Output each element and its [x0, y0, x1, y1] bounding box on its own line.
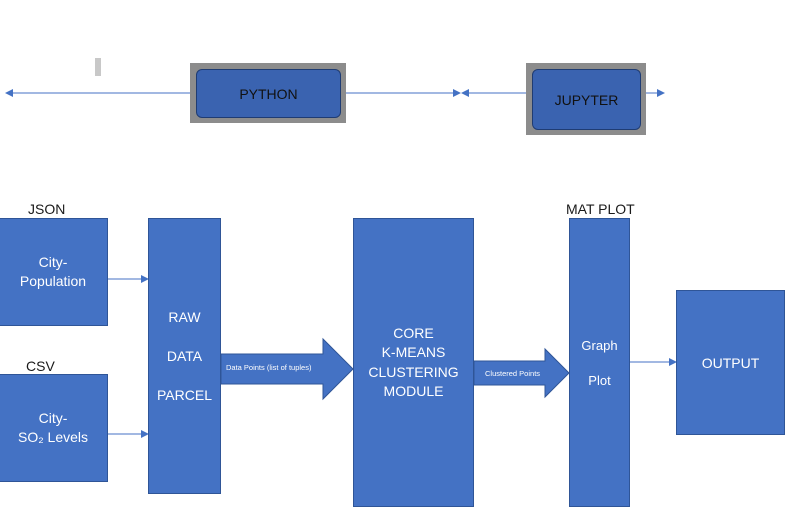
city-population-box: City- Population	[0, 218, 108, 326]
core-line-1: CORE	[393, 324, 434, 341]
python-box: PYTHON	[196, 69, 341, 118]
clustered-points-block-arrow	[473, 347, 570, 399]
jupyter-box: JUPYTER	[532, 69, 641, 130]
city-population-line-2: Population	[19, 273, 87, 289]
plot-line: Plot	[588, 372, 611, 388]
city-so2-line-1: City-	[38, 410, 68, 426]
raw-line: RAW	[168, 308, 201, 325]
core-line-4: MODULE	[383, 383, 444, 399]
city-population-line-1: City-	[38, 254, 68, 270]
output-label: OUTPUT	[701, 354, 760, 371]
core-kmeans-box: CORE K-MEANS CLUSTERING MODULE	[353, 218, 474, 507]
mat-plot-label: MAT PLOT	[566, 201, 635, 217]
data-points-block-arrow	[220, 337, 354, 401]
output-box: OUTPUT	[676, 290, 785, 435]
core-line-3: CLUSTERING	[368, 363, 459, 380]
jupyter-label: JUPYTER	[554, 91, 619, 108]
clustered-points-label: Clustered Points	[485, 369, 541, 378]
data-line: DATA	[166, 347, 203, 364]
raw-data-parcel-box: RAW DATA PARCEL	[148, 218, 221, 494]
core-line-2: K-MEANS	[381, 344, 446, 360]
graph-plot-box: Graph Plot	[569, 218, 630, 507]
gray-marker	[95, 58, 101, 76]
csv-label: CSV	[26, 358, 55, 374]
parcel-line: PARCEL	[157, 386, 212, 403]
city-so2-line-2: SO₂ Levels	[17, 429, 89, 445]
graph-line: Graph	[581, 337, 618, 353]
city-so2-box: City- SO₂ Levels	[0, 374, 108, 482]
python-label: PYTHON	[239, 85, 298, 102]
json-label: JSON	[28, 201, 66, 217]
data-points-label: Data Points (list of tuples)	[226, 363, 312, 372]
